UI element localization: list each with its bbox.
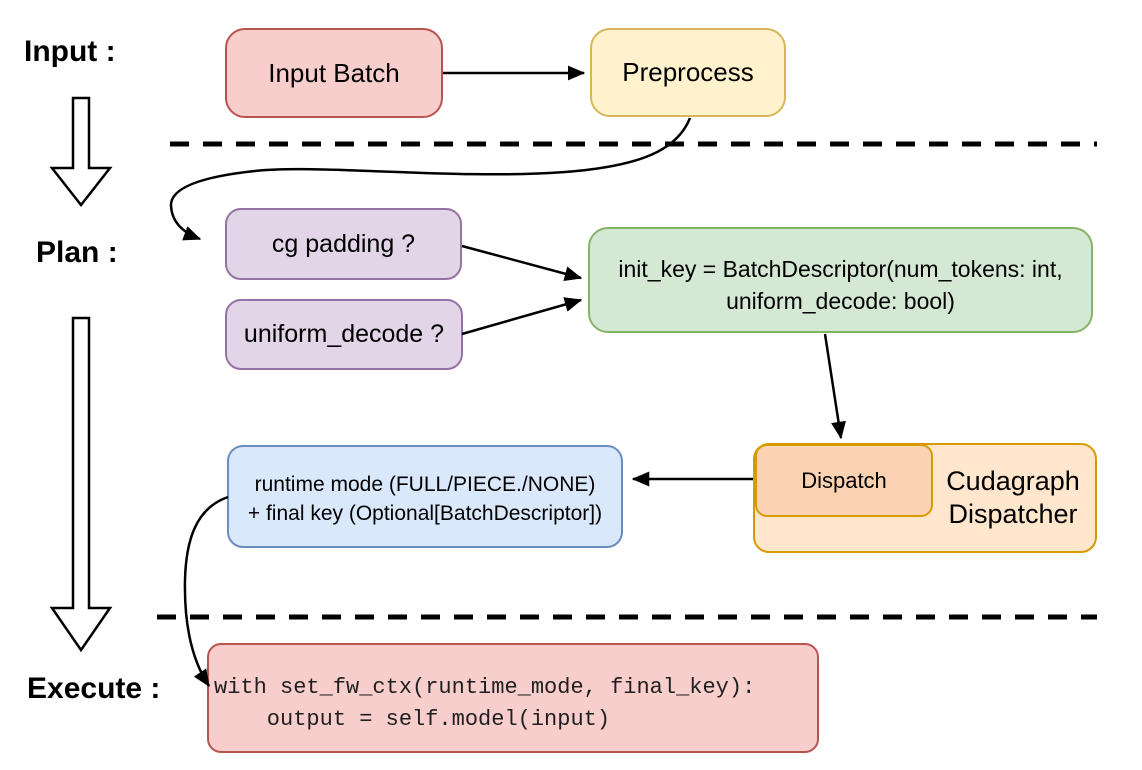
node-init-key: init_key = BatchDescriptor(num_tokens: i… <box>588 227 1093 333</box>
node-execute-code: with set_fw_ctx(runtime_mode, final_key)… <box>207 643 819 753</box>
edge-uniform-decode-to-init-key <box>461 297 583 336</box>
node-runtime-mode: runtime mode (FULL/PIECE./NONE) + final … <box>227 445 623 548</box>
node-dispatch: Dispatch <box>755 444 933 517</box>
node-cudagraph-line2: Dispatcher <box>948 499 1078 529</box>
node-runtime-mode-line1: runtime mode (FULL/PIECE./NONE) <box>254 473 596 496</box>
node-cg-padding: cg padding ? <box>225 208 462 280</box>
node-uniform-decode-label: uniform_decode ? <box>243 320 445 348</box>
stage-label-execute: Execute : <box>27 672 161 705</box>
node-cg-padding-label: cg padding ? <box>271 229 416 258</box>
node-preprocess: Preprocess <box>590 28 786 117</box>
node-preprocess-label: Preprocess <box>622 57 754 87</box>
node-input-batch-label: Input Batch <box>268 57 400 88</box>
node-runtime-mode-line2: + final key (Optional[BatchDescriptor]) <box>247 502 603 525</box>
stage-label-input: Input : <box>24 35 116 68</box>
stage-label-plan: Plan : <box>36 236 118 269</box>
node-execute-code-line2: output = self.model(input) <box>214 707 611 732</box>
edge-init-key-to-dispatch <box>823 333 846 440</box>
node-input-batch: Input Batch <box>225 28 443 118</box>
node-init-key-line1: init_key = BatchDescriptor(num_tokens: i… <box>618 256 1063 282</box>
flow-arrow-plan-to-execute-icon <box>49 316 113 653</box>
flow-arrow-input-to-plan-icon <box>49 96 113 208</box>
node-init-key-line2: uniform_decode: bool) <box>726 288 955 314</box>
node-dispatch-label: Dispatch <box>801 467 887 493</box>
edge-cg-padding-to-init-key <box>461 244 583 282</box>
node-execute-code-line1: with set_fw_ctx(runtime_mode, final_key)… <box>214 675 756 700</box>
node-cudagraph-dispatcher-label: Cudagraph Dispatcher <box>931 465 1095 531</box>
node-cudagraph-line1: Cudagraph <box>946 466 1080 496</box>
node-uniform-decode: uniform_decode ? <box>225 299 463 370</box>
